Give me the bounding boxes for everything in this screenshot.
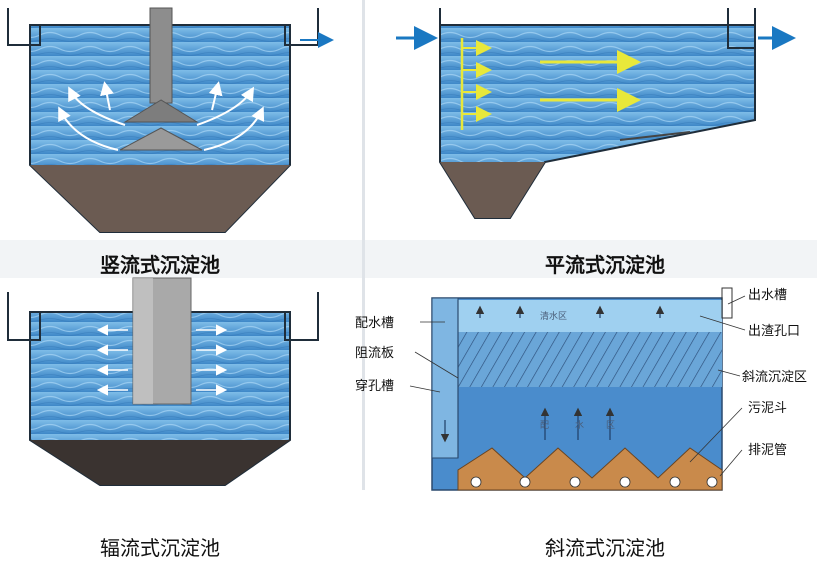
- flow-text-3: 区: [606, 420, 615, 431]
- sludge-hopper-2: [440, 162, 545, 218]
- label-distribution-channel: 配水槽: [355, 316, 394, 331]
- column-divider: [362, 0, 365, 490]
- horizontal-flow-tank: [396, 8, 796, 219]
- label-perforated-channel: 穿孔槽: [355, 378, 394, 394]
- inclined-plates: [458, 332, 722, 387]
- caption-inclined: 斜流式沉淀池: [545, 536, 665, 560]
- deflector-plate: [119, 127, 203, 151]
- scraper: [619, 131, 691, 141]
- center-pipe: [149, 7, 173, 104]
- flow-text-1: 配: [540, 420, 549, 431]
- sludge-hopper: [30, 165, 290, 232]
- label-sludge-pipe: 排泥管: [748, 443, 787, 458]
- caption-vertical: 竖流式沉淀池: [100, 253, 220, 277]
- label-sludge-hopper: 污泥斗: [748, 401, 787, 416]
- label-baffle: 阻流板: [355, 346, 394, 361]
- clear-zone: [458, 300, 722, 332]
- label-scum-outlet: 出渣孔口: [748, 324, 800, 339]
- radial-flow-tank: [7, 277, 319, 486]
- label-settling-zone: 斜流沉淀区: [742, 370, 807, 385]
- caption-radial: 辐流式沉淀池: [100, 536, 220, 560]
- clear-zone-label: 清水区: [540, 310, 567, 322]
- caption-horizontal: 平流式沉淀池: [545, 253, 665, 277]
- inclined-flow-tank: 清水区 配 水 区 配水槽 阻流板 穿孔槽 出水槽 出渣孔口 斜流沉淀区 污泥斗…: [355, 287, 807, 491]
- label-outlet-channel: 出水槽: [748, 288, 787, 303]
- flow-text-2: 水: [575, 419, 584, 431]
- vertical-flow-tank: [7, 7, 334, 233]
- row-divider: [0, 240, 817, 278]
- sludge-bottom: [30, 440, 290, 485]
